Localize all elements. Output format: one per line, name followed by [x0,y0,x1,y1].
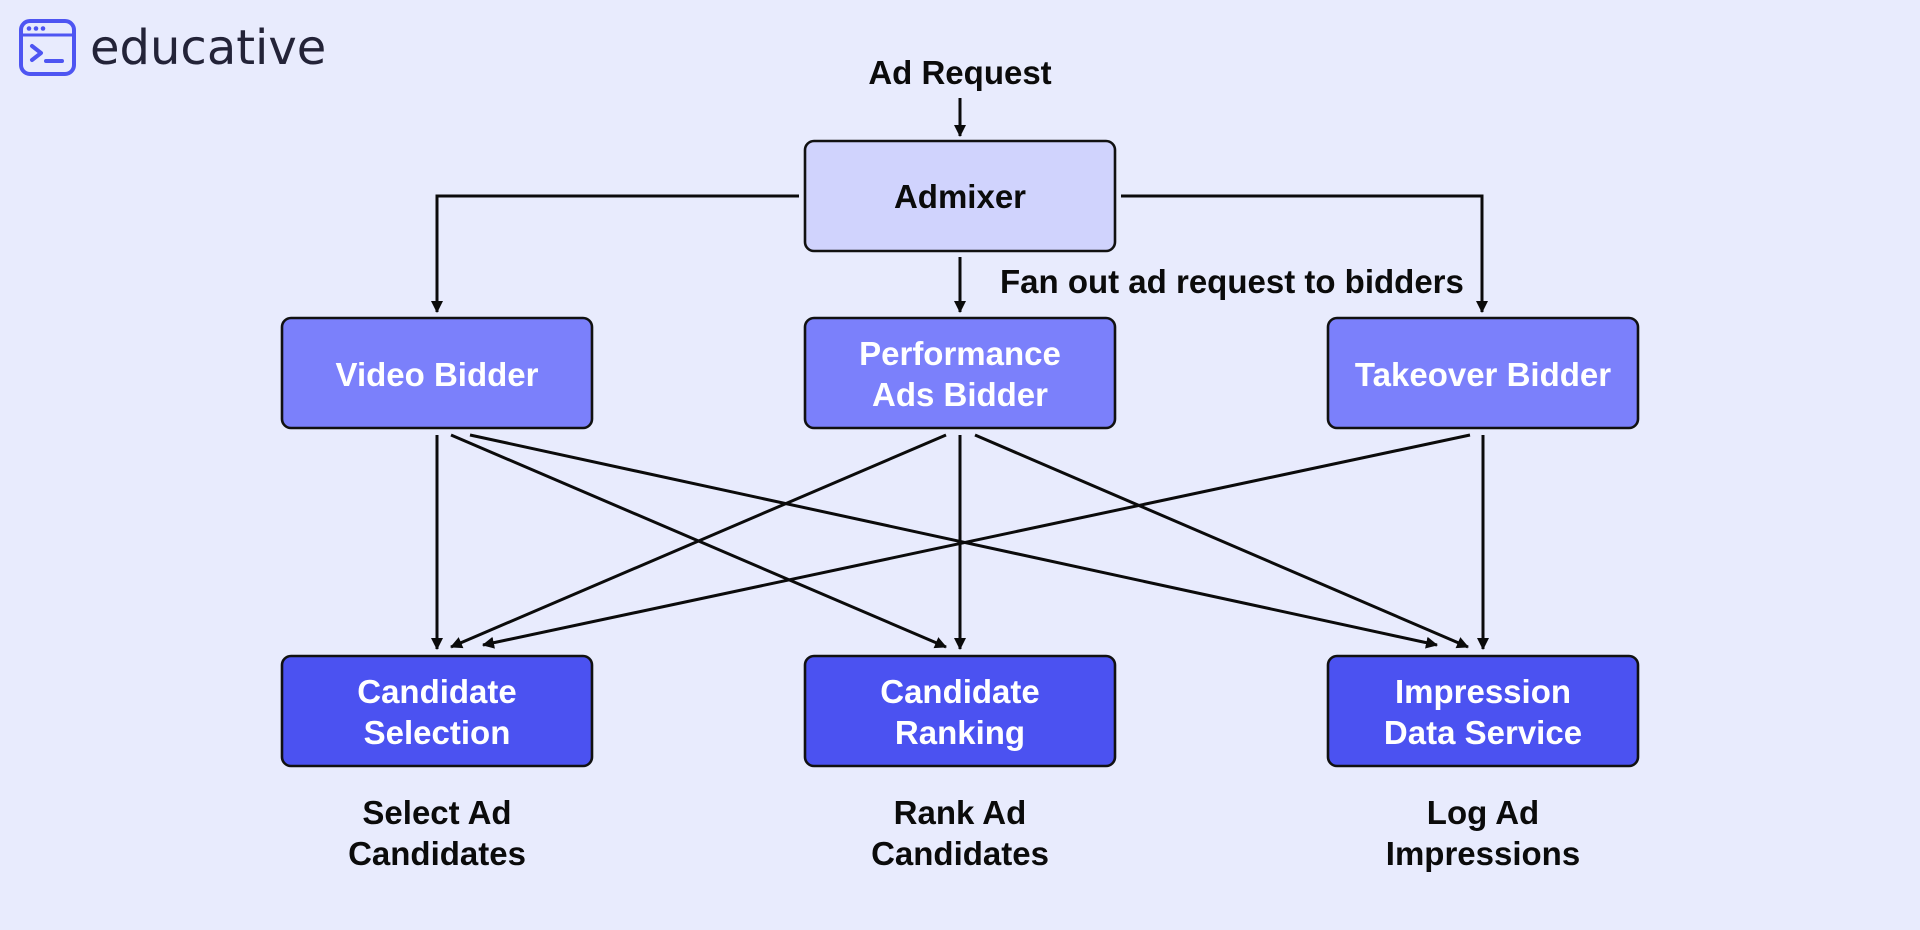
terminal-window-icon [19,19,76,76]
performance-bidder-box [803,316,1117,430]
rank-annotation-line1: Rank Ad [894,794,1027,831]
select-annotation-line2: Candidates [348,835,526,872]
impression-service-label-line1: Impression [1395,673,1571,710]
impression-service-node: Impression Data Service [1326,654,1640,768]
edges [431,98,1489,650]
candidate-ranking-box [803,654,1117,768]
edge-video-to-impression [469,433,1438,649]
candidate-ranking-label-line2: Ranking [895,714,1025,751]
impression-service-label-line2: Data Service [1384,714,1582,751]
candidate-ranking-label-line1: Candidate [880,673,1040,710]
video-bidder-box [280,316,594,430]
candidate-selection-box [280,654,594,768]
video-bidder-label: Video Bidder [336,356,539,393]
edge-admixer-to-takeover-bidder [1121,194,1488,313]
impression-service-box [1326,654,1640,768]
admixer-label: Admixer [894,178,1026,215]
log-annotation-line1: Log Ad [1427,794,1539,831]
performance-bidder-node: Performance Ads Bidder [803,316,1117,430]
candidate-selection-label-line1: Candidate [357,673,517,710]
logo-wordmark: educative [90,20,326,76]
edge-performance-to-impression [974,433,1469,649]
admixer-box [803,139,1117,253]
educative-logo: educative [19,19,326,76]
admixer-node: Admixer [803,139,1117,253]
candidate-selection-node: Candidate Selection [280,654,594,768]
takeover-bidder-box [1326,316,1640,430]
candidate-ranking-node: Candidate Ranking [803,654,1117,768]
rank-annotation: Rank Ad Candidates [871,794,1049,872]
fan-out-annotation: Fan out ad request to bidders [1000,263,1464,300]
edge-admixer-to-video-bidder [431,194,799,313]
log-annotation: Log Ad Impressions [1386,794,1580,872]
edge-performance-to-selection [450,433,947,649]
edge-takeover-to-selection [482,433,1471,649]
log-annotation-line2: Impressions [1386,835,1580,872]
candidate-selection-label-line2: Selection [364,714,511,751]
takeover-bidder-node: Takeover Bidder [1326,316,1640,430]
select-annotation-line1: Select Ad [362,794,511,831]
ad-request-label: Ad Request [868,54,1051,91]
performance-bidder-label-line2: Ads Bidder [872,376,1048,413]
performance-bidder-label-line1: Performance [859,335,1061,372]
video-bidder-node: Video Bidder [280,316,594,430]
takeover-bidder-label: Takeover Bidder [1355,356,1611,393]
rank-annotation-line2: Candidates [871,835,1049,872]
select-annotation: Select Ad Candidates [348,794,526,872]
